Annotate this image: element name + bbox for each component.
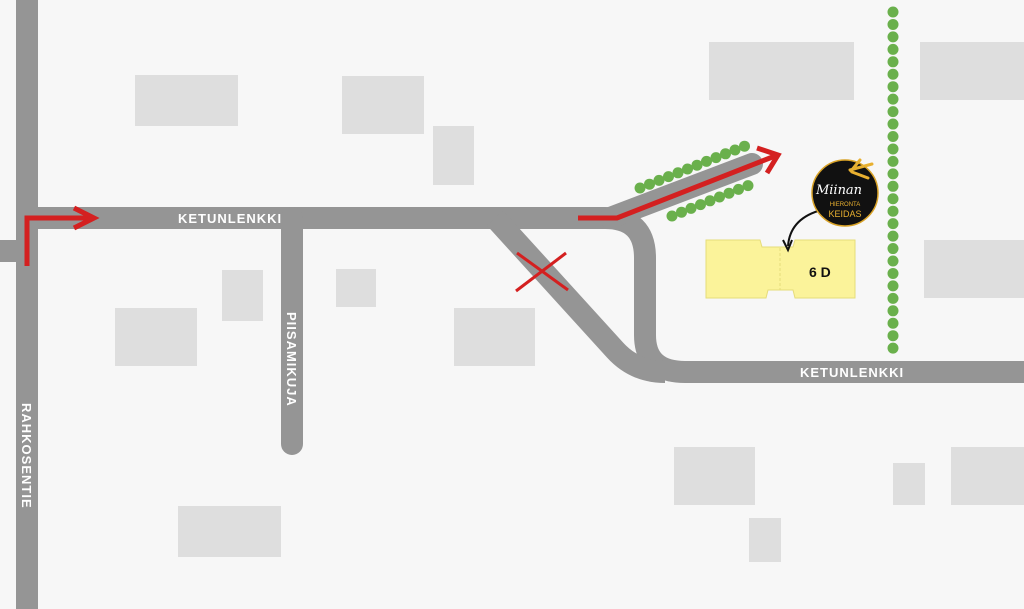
pointer-arrow-icon [787,210,819,247]
tree-dot [887,330,899,342]
building [951,447,1024,505]
building [674,447,755,505]
tree-dot [714,191,725,203]
tree-dot [887,18,899,30]
building [336,269,376,307]
tree-dot [887,218,899,230]
tree-dot [887,131,899,142]
tree-dot [887,43,899,55]
tree-dot [887,56,899,68]
street-label-piisamikuja: PIISAMIKUJA [284,312,299,407]
tree-dot [742,180,754,192]
tree-dot [887,230,899,242]
route-segment-west [24,215,92,266]
tree-dot [723,187,735,199]
road-diagonal [486,210,666,383]
building [222,270,263,321]
buildings [115,42,1024,562]
tree-dot [634,182,646,194]
building [178,506,281,557]
route-arrowhead-icon [756,145,782,175]
tree-dot [887,31,899,43]
tree-dot [887,255,899,267]
tree-dot [682,163,693,175]
street-label-rahkosentie: RAHKOSENTIE [19,403,34,509]
tree-dot [672,167,684,179]
tree-dot [887,205,899,217]
tree-dot [887,342,899,354]
tree-dot [887,118,899,130]
tree-dot [887,280,899,292]
tree-dot [887,267,899,279]
tree-dot [887,155,899,167]
tree-dot [887,193,899,205]
svg-text:Miinan: Miinan [815,183,862,198]
building [135,75,238,126]
tree-dot [701,155,712,167]
building [454,308,535,366]
tree-rows [634,6,899,354]
tree-dot [710,152,722,164]
tree-dot [887,6,899,18]
tree-dot [887,305,899,317]
building [115,308,197,366]
tree-dot [887,243,899,255]
building [924,240,1024,298]
tree-dot [691,159,703,171]
tree-dot [887,81,899,93]
tree-dot [887,106,899,118]
tree-dot [685,202,697,214]
building [433,126,474,185]
tree-dot [720,148,731,160]
tree-dot [887,168,899,180]
tree-dot [695,199,706,211]
blocked-x-icon [515,251,569,293]
tree-dot [887,68,899,80]
building [920,42,1024,100]
building [749,518,781,562]
tree-dot [887,180,899,192]
tree-dot [704,195,716,207]
building [893,463,925,505]
tree-dot [663,171,674,183]
tree-dot [733,183,744,195]
tree-dot [739,140,750,152]
tree-dot [676,206,687,218]
destination-label: 6 D [809,264,831,280]
street-label-ketunlenkki-east: KETUNLENKKI [800,365,904,380]
tree-dot [644,178,655,190]
building [342,76,424,134]
destination-building[interactable]: 6 D [705,239,856,299]
tree-dot [887,143,899,155]
svg-text:HIERONTA: HIERONTA [830,202,861,208]
street-label-ketunlenkki: KETUNLENKKI [178,211,282,226]
tree-dot [729,144,741,156]
tree-dot [666,210,678,222]
tree-dot [887,292,899,304]
tree-dot [887,93,899,105]
route-arrowhead-icon [72,205,100,231]
route [24,145,782,266]
tree-dot [887,317,899,329]
building [709,42,854,100]
logo-miinan-hieronta-keidas: Miinan HIERONTA KEIDAS [811,158,879,227]
tree-dot [653,174,665,186]
route-segment-east [578,153,776,221]
svg-text:KEIDAS: KEIDAS [828,209,861,219]
